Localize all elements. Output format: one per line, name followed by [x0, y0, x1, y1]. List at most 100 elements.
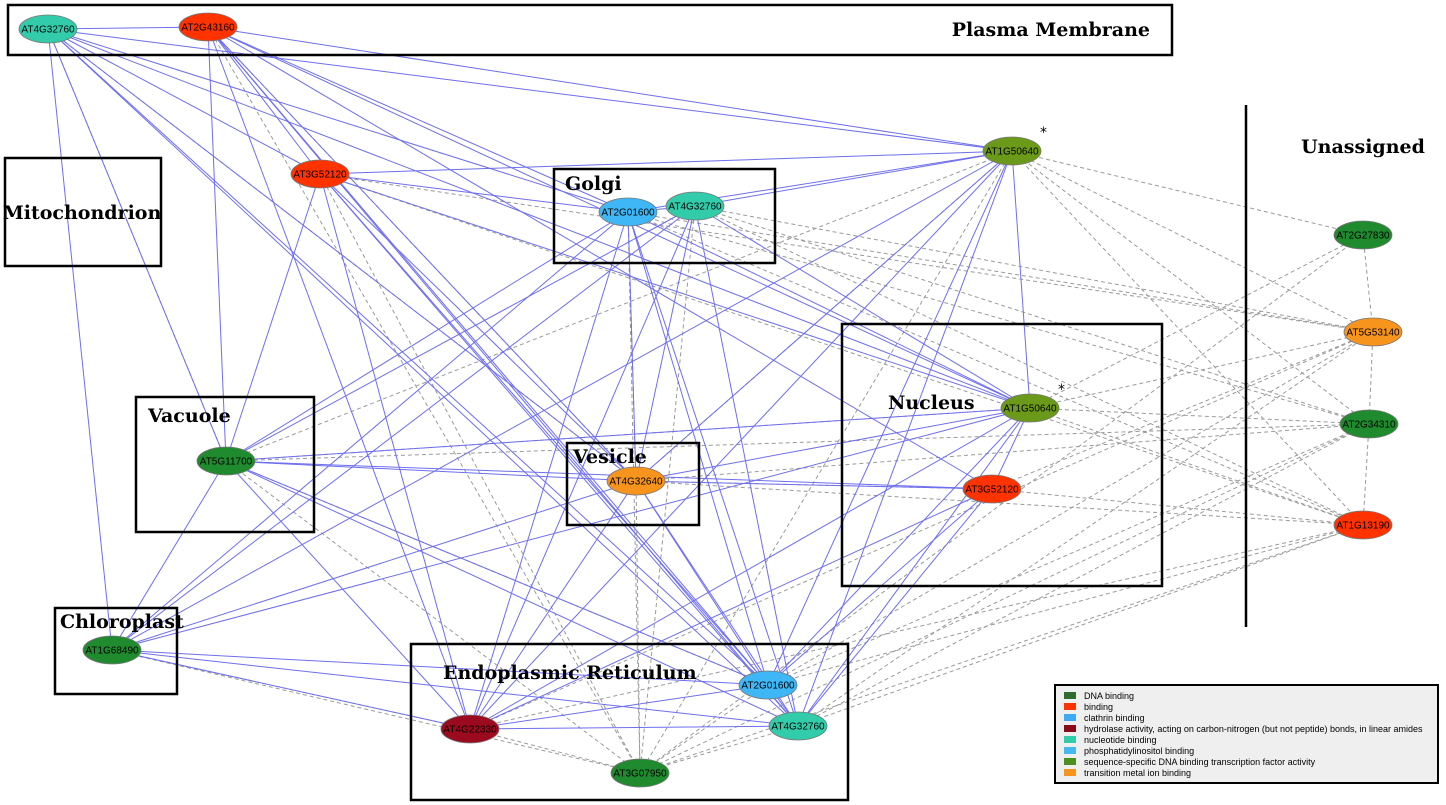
node-label: AT1G50640 [1003, 404, 1057, 415]
er-label: Endoplasmic Reticulum [443, 662, 697, 684]
gene-node-pm3[interactable]: AT3G52120 [290, 159, 350, 189]
gene-node-er3[interactable]: AT4G22330 [440, 714, 500, 744]
dashed-edge [1011, 150, 1374, 333]
node-ellipse [178, 12, 238, 42]
solid-edge [319, 173, 799, 727]
dashed-edge [991, 331, 1374, 490]
node-ellipse [1339, 409, 1399, 439]
legend-swatch [1064, 714, 1076, 721]
node-label: AT2G01600 [601, 208, 655, 219]
gene-node-ua2[interactable]: AT5G53140 [1343, 317, 1403, 347]
legend-swatch [1064, 758, 1076, 765]
solid-edge [111, 150, 1013, 651]
dashed-edge [319, 173, 1374, 333]
dashed-edge [225, 150, 1013, 462]
dashed-edge [639, 205, 696, 774]
solid-edge [111, 205, 696, 651]
solid-edge [469, 407, 1031, 730]
dashed-edge [1029, 407, 1364, 526]
solid-edge [694, 205, 799, 727]
golgi-label: Golgi [565, 173, 622, 195]
edge-layer [47, 26, 1374, 774]
solid-edge [225, 211, 629, 462]
vesicle-box [565, 441, 701, 527]
solid-edge [635, 407, 1031, 482]
gene-node-chl[interactable]: AT1G68490 [82, 635, 142, 665]
dashed-edge [469, 524, 1364, 730]
legend: DNA binding binding clathrin binding hyd… [1054, 684, 1439, 784]
node-ellipse [82, 635, 142, 665]
dashed-edge [627, 211, 1370, 425]
solid-edge [111, 649, 769, 686]
dashed-edge [111, 649, 641, 774]
solid-edge [767, 407, 1031, 686]
solid-edge [627, 211, 637, 482]
node-label: AT2G34310 [1342, 420, 1396, 431]
gene-node-n1[interactable]: AT1G50640* [1000, 382, 1065, 423]
solid-edge [207, 26, 799, 727]
legend-label: phosphatidylinositol binding [1084, 745, 1195, 756]
gene-node-ua4[interactable]: AT1G13190 [1333, 510, 1393, 540]
er-box [409, 642, 850, 802]
solid-edge [47, 28, 799, 727]
nucleus-box [840, 322, 1164, 588]
gene-node-vac[interactable]: AT5G11700 [196, 446, 256, 476]
dashed-edge [1029, 331, 1374, 409]
dashed-edge [797, 331, 1374, 727]
dashed-edge [1362, 234, 1374, 333]
vacuole-label: Vacuole [147, 405, 231, 427]
solid-edge [207, 26, 471, 730]
gene-node-pm2[interactable]: AT2G43160 [178, 12, 238, 42]
vesicle-label: Vesicle [572, 446, 647, 468]
solid-edge [635, 480, 993, 490]
solid-edge [111, 211, 629, 651]
node-label: AT1G68490 [85, 646, 139, 657]
node-ellipse [196, 446, 256, 476]
gene-node-g2[interactable]: AT4G32760 [665, 191, 725, 221]
solid-edge [47, 28, 113, 651]
solid-edge [319, 150, 1013, 175]
legend-label: clathrin binding [1084, 712, 1145, 723]
legend-swatch [1064, 725, 1076, 732]
gene-node-ua3[interactable]: AT2G34310 [1339, 409, 1399, 439]
solid-edge [469, 684, 769, 730]
dashed-edge [1362, 423, 1370, 526]
gene-node-u0[interactable]: AT1G50640* [982, 125, 1047, 166]
solid-edge [767, 150, 1013, 686]
asterisk-marker: * [1040, 125, 1047, 141]
gene-node-pm1[interactable]: AT4G32760 [18, 14, 78, 44]
node-label: AT3G07950 [613, 769, 667, 780]
legend-item: hydrolase activity, acting on carbon-nit… [1064, 723, 1429, 734]
gene-node-er1[interactable]: AT2G01600 [738, 670, 798, 700]
node-label: AT4G32760 [771, 722, 825, 733]
gene-node-g1[interactable]: AT2G01600 [598, 197, 658, 227]
solid-edge [207, 26, 321, 175]
solid-edge [797, 407, 1031, 727]
gene-node-ua1[interactable]: AT2G27830 [1333, 220, 1393, 250]
gene-node-er4[interactable]: AT3G07950 [610, 758, 670, 788]
legend-swatch [1064, 703, 1076, 710]
solid-edge [469, 480, 637, 730]
compartment-labels: Plasma Membrane Mitochondrion Golgi Vacu… [3, 19, 1425, 684]
node-ellipse [598, 197, 658, 227]
gene-node-er2[interactable]: AT4G32760 [768, 711, 828, 741]
legend-item: phosphatidylinositol binding [1064, 745, 1429, 756]
legend-item: DNA binding [1064, 690, 1429, 701]
dashed-edge [225, 460, 641, 774]
solid-edge [627, 211, 1031, 409]
dashed-edge [1011, 150, 1364, 526]
golgi-box [552, 167, 777, 265]
gene-node-n2[interactable]: AT3G52120 [962, 474, 1022, 504]
solid-edge [47, 28, 321, 175]
node-ellipse [1333, 220, 1393, 250]
solid-edge [225, 460, 799, 727]
node-label: AT3G52120 [293, 170, 347, 181]
solid-edge [47, 28, 227, 462]
dashed-edge [797, 524, 1364, 727]
dashed-edge [991, 488, 1364, 526]
solid-edge [47, 28, 1013, 152]
dashed-edge [767, 524, 1364, 686]
solid-edge [207, 26, 769, 686]
gene-node-ves[interactable]: AT4G32640 [606, 466, 666, 496]
